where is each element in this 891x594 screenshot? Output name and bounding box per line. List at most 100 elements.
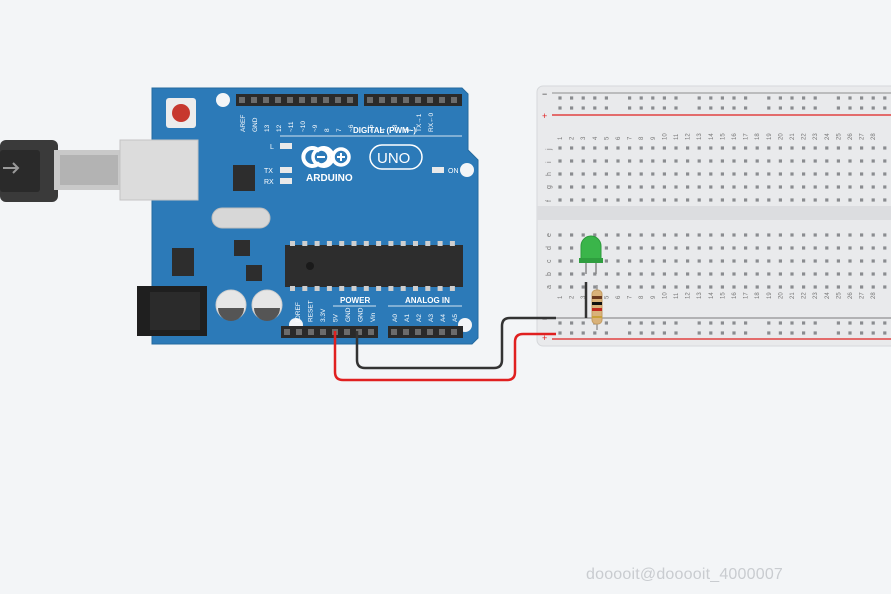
breadboard-hole[interactable] <box>628 246 632 250</box>
breadboard-hole[interactable] <box>616 272 620 276</box>
breadboard-hole[interactable] <box>813 331 817 335</box>
breadboard-hole[interactable] <box>581 172 585 176</box>
header-pin[interactable] <box>299 97 305 103</box>
breadboard-hole[interactable] <box>558 106 562 110</box>
breadboard-hole[interactable] <box>825 246 829 250</box>
breadboard-hole[interactable] <box>883 321 887 325</box>
breadboard-hole[interactable] <box>662 172 666 176</box>
breadboard-hole[interactable] <box>570 272 574 276</box>
breadboard-hole[interactable] <box>651 106 655 110</box>
breadboard-hole[interactable] <box>790 321 794 325</box>
breadboard-hole[interactable] <box>558 259 562 263</box>
breadboard-hole[interactable] <box>628 106 632 110</box>
breadboard-hole[interactable] <box>628 96 632 100</box>
breadboard-hole[interactable] <box>686 185 690 189</box>
breadboard-hole[interactable] <box>558 233 562 237</box>
breadboard-hole[interactable] <box>802 96 806 100</box>
breadboard-hole[interactable] <box>662 146 666 150</box>
header-pin[interactable] <box>415 97 421 103</box>
breadboard-hole[interactable] <box>755 185 759 189</box>
breadboard-hole[interactable] <box>662 331 666 335</box>
breadboard-hole[interactable] <box>593 96 597 100</box>
resistor[interactable] <box>591 285 603 330</box>
header-pin[interactable] <box>451 329 457 335</box>
breadboard-hole[interactable] <box>802 285 806 289</box>
breadboard-hole[interactable] <box>674 321 678 325</box>
breadboard-hole[interactable] <box>581 198 585 202</box>
header-pin[interactable] <box>403 329 409 335</box>
breadboard-hole[interactable] <box>651 331 655 335</box>
breadboard-hole[interactable] <box>871 172 875 176</box>
breadboard-hole[interactable] <box>848 106 852 110</box>
breadboard-hole[interactable] <box>674 106 678 110</box>
breadboard-hole[interactable] <box>674 96 678 100</box>
breadboard-hole[interactable] <box>616 185 620 189</box>
breadboard-hole[interactable] <box>871 246 875 250</box>
breadboard-hole[interactable] <box>860 185 864 189</box>
breadboard-hole[interactable] <box>848 159 852 163</box>
breadboard-hole[interactable] <box>813 172 817 176</box>
breadboard-hole[interactable] <box>860 246 864 250</box>
power-header[interactable] <box>281 326 378 338</box>
breadboard-hole[interactable] <box>778 272 782 276</box>
header-pin[interactable] <box>320 329 326 335</box>
breadboard-hole[interactable] <box>744 106 748 110</box>
breadboard-hole[interactable] <box>604 285 608 289</box>
breadboard-hole[interactable] <box>720 285 724 289</box>
breadboard-hole[interactable] <box>732 233 736 237</box>
breadboard-hole[interactable] <box>651 321 655 325</box>
header-pin[interactable] <box>284 329 290 335</box>
breadboard-hole[interactable] <box>825 159 829 163</box>
breadboard-hole[interactable] <box>860 331 864 335</box>
header-pin[interactable] <box>308 329 314 335</box>
breadboard-hole[interactable] <box>697 331 701 335</box>
breadboard-hole[interactable] <box>767 272 771 276</box>
breadboard-hole[interactable] <box>639 185 643 189</box>
breadboard-hole[interactable] <box>570 233 574 237</box>
breadboard-hole[interactable] <box>767 233 771 237</box>
breadboard-hole[interactable] <box>616 259 620 263</box>
breadboard-hole[interactable] <box>593 185 597 189</box>
breadboard-hole[interactable] <box>848 285 852 289</box>
header-pin[interactable] <box>323 97 329 103</box>
breadboard-hole[interactable] <box>616 159 620 163</box>
breadboard-hole[interactable] <box>732 106 736 110</box>
breadboard-hole[interactable] <box>767 198 771 202</box>
breadboard-hole[interactable] <box>871 331 875 335</box>
breadboard-hole[interactable] <box>883 159 887 163</box>
breadboard-hole[interactable] <box>802 259 806 263</box>
breadboard-hole[interactable] <box>674 146 678 150</box>
breadboard-hole[interactable] <box>836 146 840 150</box>
breadboard-hole[interactable] <box>709 285 713 289</box>
breadboard-hole[interactable] <box>778 159 782 163</box>
breadboard-hole[interactable] <box>674 331 678 335</box>
breadboard-hole[interactable] <box>802 233 806 237</box>
breadboard-hole[interactable] <box>697 285 701 289</box>
breadboard-hole[interactable] <box>709 172 713 176</box>
breadboard-hole[interactable] <box>628 198 632 202</box>
header-pin[interactable] <box>263 97 269 103</box>
breadboard-hole[interactable] <box>755 198 759 202</box>
breadboard-hole[interactable] <box>778 285 782 289</box>
breadboard-hole[interactable] <box>836 272 840 276</box>
breadboard-hole[interactable] <box>581 96 585 100</box>
breadboard-hole[interactable] <box>709 106 713 110</box>
breadboard-hole[interactable] <box>883 146 887 150</box>
header-pin[interactable] <box>287 97 293 103</box>
breadboard-hole[interactable] <box>744 321 748 325</box>
breadboard-hole[interactable] <box>570 321 574 325</box>
breadboard-hole[interactable] <box>744 96 748 100</box>
breadboard-hole[interactable] <box>883 331 887 335</box>
breadboard-hole[interactable] <box>720 96 724 100</box>
breadboard-hole[interactable] <box>778 96 782 100</box>
header-pin[interactable] <box>275 97 281 103</box>
breadboard-hole[interactable] <box>767 285 771 289</box>
breadboard-hole[interactable] <box>720 246 724 250</box>
breadboard-hole[interactable] <box>802 272 806 276</box>
header-pin[interactable] <box>439 329 445 335</box>
breadboard-hole[interactable] <box>744 198 748 202</box>
breadboard-hole[interactable] <box>570 185 574 189</box>
breadboard-hole[interactable] <box>604 331 608 335</box>
breadboard-hole[interactable] <box>628 146 632 150</box>
breadboard-hole[interactable] <box>755 146 759 150</box>
